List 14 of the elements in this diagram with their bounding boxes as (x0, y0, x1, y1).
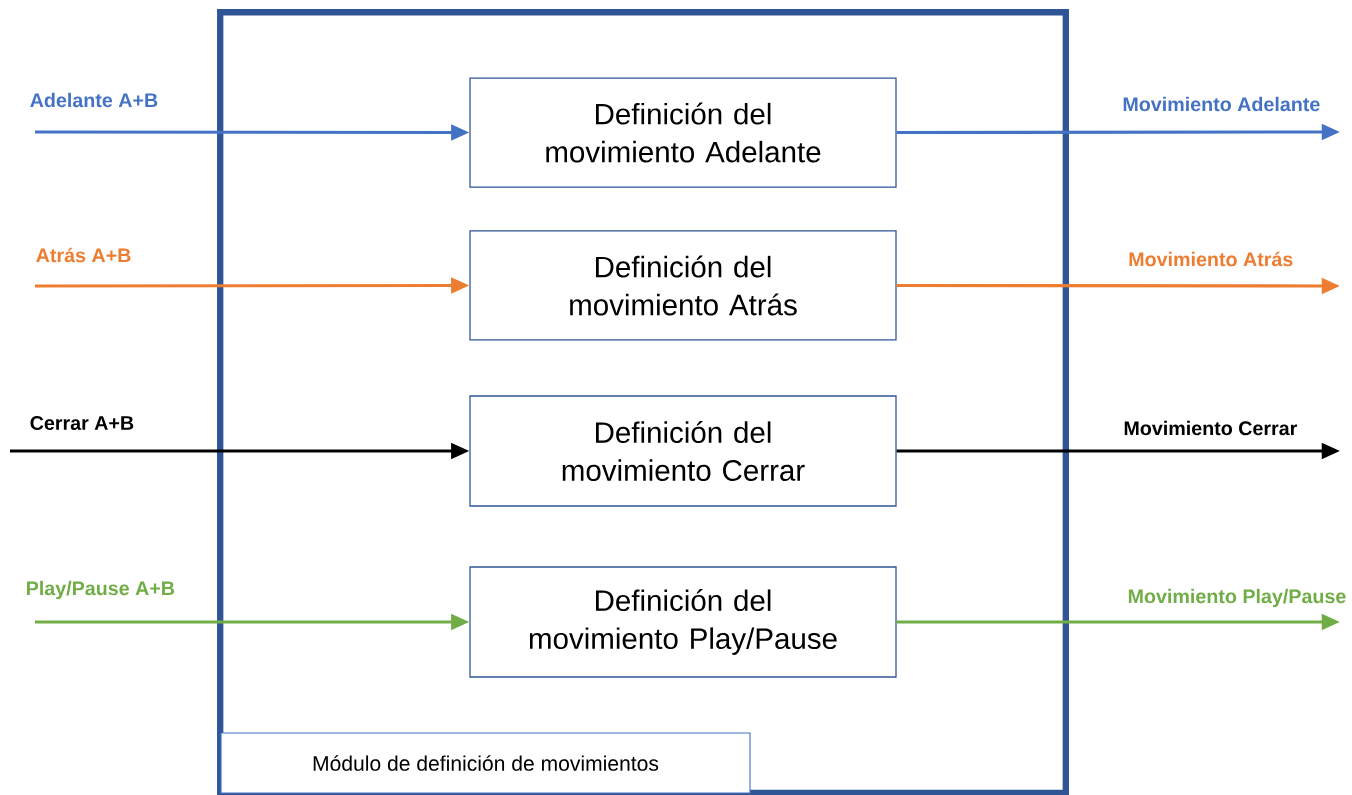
process-box: Definición del movimiento Adelante (469, 77, 897, 188)
edge-label: Movimiento Play/Pause (1128, 588, 1346, 608)
process-box: Definición del movimiento Atrás (469, 230, 897, 341)
edge-label: Movimiento Adelante (1123, 96, 1320, 112)
edge-label: Cerrar A+B (30, 416, 134, 430)
edge-label: Atrás A+B (36, 247, 131, 263)
module-frame (217, 9, 1069, 795)
process-box: Definición del movimiento Cerrar (469, 395, 897, 507)
module-label-box: Módulo de definición de movimientos (220, 732, 751, 794)
edge-label: Adelante A+B (30, 92, 158, 108)
edge-label: Movimiento Atrás (1129, 251, 1293, 267)
edge-label: Play/Pause A+B (27, 580, 175, 600)
process-box: Definición del movimiento Play/Pause (469, 566, 897, 678)
edge-label: Movimiento Cerrar (1124, 420, 1297, 436)
